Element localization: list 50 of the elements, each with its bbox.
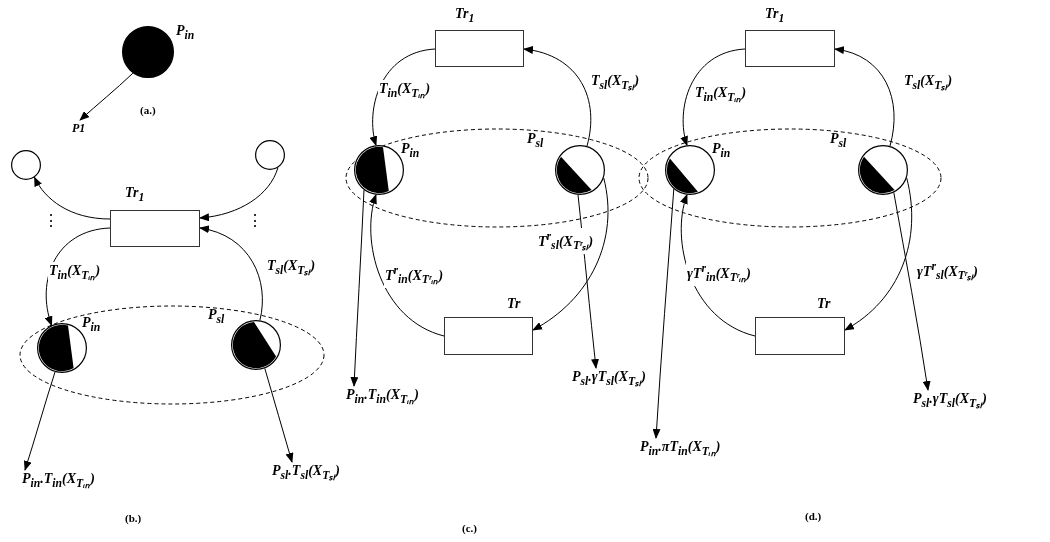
- arrow: [370, 48, 436, 147]
- arrow: [264, 367, 294, 463]
- arrow: [34, 176, 111, 220]
- formula-label: P$_{in}$.T$_{in}$(X$_{Tᵢₙ}$): [346, 386, 419, 408]
- place-label: P$_{sl}$: [527, 130, 544, 152]
- panel-caption: (d.): [805, 510, 822, 522]
- transition-label: Tr: [507, 295, 521, 312]
- edge-label: T$_{in}$(X$_{Tᵢₙ}$): [48, 262, 102, 284]
- edge-label: T$_{in}$(X$_{Tᵢₙ}$): [694, 84, 748, 106]
- place-label: P$_{sl}$: [208, 306, 225, 328]
- place-label: P$_{in}$: [712, 140, 731, 162]
- panel-caption: (c.): [462, 522, 477, 534]
- transition-label: Tr$_{1}$: [455, 5, 475, 27]
- formula-label: P$_{sl}$.γT$_{sl}$(X$_{Tₛₗ}$): [572, 368, 646, 390]
- arrow: [893, 192, 931, 391]
- arrow: [523, 46, 592, 147]
- arrow: [350, 189, 365, 387]
- formula-label: P$_{sl}$.T$_{sl}$(X$_{Tₛₗ}$): [272, 462, 340, 484]
- arrow: [23, 371, 56, 471]
- formula-label: P$_{in}$.T$_{in}$(X$_{Tᵢₙ}$): [22, 470, 95, 492]
- formula-label: P$_{sl}$.γT$_{sl}$(X$_{Tₛₗ}$): [913, 390, 987, 412]
- edge-label: T$_{in}$(X$_{Tᵢₙ}$): [378, 80, 432, 102]
- transition-label: Tr: [817, 295, 831, 312]
- formula-label: P1: [72, 120, 86, 137]
- edge-label: T$_{sl}$(X$_{Tₛₗ}$): [266, 257, 317, 279]
- arrow: [844, 177, 913, 331]
- arrow: [652, 188, 675, 439]
- place-label: P$_{in}$: [82, 314, 101, 336]
- ellipsis-mark: ⋮: [247, 212, 263, 230]
- ellipsis-mark: ⋮: [43, 212, 59, 230]
- transition-label: Tr$_{1}$: [125, 184, 145, 206]
- arrow: [79, 72, 134, 121]
- arrow: [532, 177, 609, 331]
- arrow: [680, 48, 746, 147]
- place-label: P$_{in}$: [176, 22, 195, 44]
- edge-label: T$_{sl}$(X$_{Tₛₗ}$): [590, 72, 641, 94]
- panel-caption: (a.): [140, 104, 156, 116]
- edge-label: T$^{r}$$_{sl}$(X$_{Tʳₛₗ}$): [537, 228, 595, 255]
- arrow: [369, 193, 445, 337]
- formula-label: P$_{in}$.πT$_{in}$(X$_{Tᵢₙ}$): [640, 438, 721, 460]
- arrow: [199, 225, 263, 321]
- arrow: [680, 193, 756, 337]
- place-label: P$_{in}$: [401, 140, 420, 162]
- arrow: [199, 167, 279, 221]
- arrow: [834, 46, 895, 147]
- panel-caption: (b.): [125, 512, 142, 524]
- edge-label: γT$^{r}$$_{in}$(X$_{Tʳᵢₙ}$): [686, 260, 752, 287]
- transition-label: Tr$_{1}$: [765, 5, 785, 27]
- edge-label: T$_{sl}$(X$_{Tₛₗ}$): [903, 72, 954, 94]
- place-label: P$_{sl}$: [830, 130, 847, 152]
